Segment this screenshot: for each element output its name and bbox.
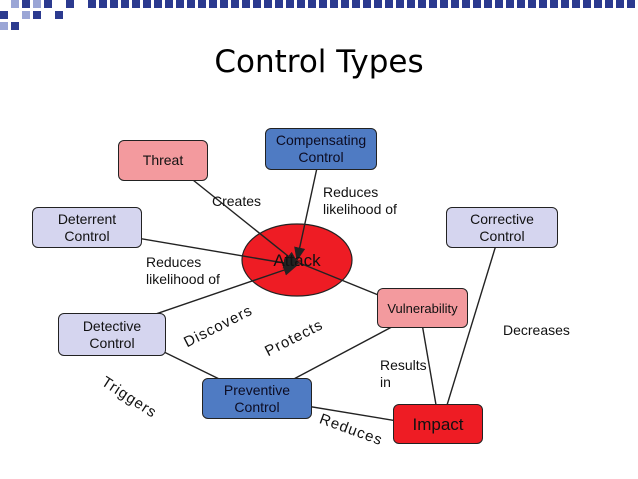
node-threat: Threat	[118, 140, 208, 181]
label-reduces-likelihood-top: Reduces likelihood of	[323, 184, 397, 217]
node-attack: Attack	[273, 250, 321, 270]
node-compensating-control: Compensating Control	[265, 128, 377, 170]
label-decreases: Decreases	[503, 322, 570, 338]
edge-corrective-impact	[438, 231, 501, 430]
node-deterrent-control: Deterrent Control	[32, 207, 142, 248]
node-impact: Impact	[393, 404, 483, 444]
node-vulnerability: Vulnerability	[377, 288, 468, 328]
edge-compensating-attack	[294, 153, 321, 262]
label-results-in: Results in	[380, 357, 427, 390]
slide-title: Control Types	[214, 44, 424, 80]
node-preventive-control: Preventive Control	[202, 378, 312, 419]
label-creates: Creates	[212, 193, 262, 209]
node-corrective-control: Corrective Control	[446, 207, 558, 248]
label-reduces-likelihood-left: Reduces likelihood of	[146, 254, 220, 287]
header-grid-pattern	[0, 0, 635, 30]
node-detective-control: Detective Control	[58, 313, 166, 356]
